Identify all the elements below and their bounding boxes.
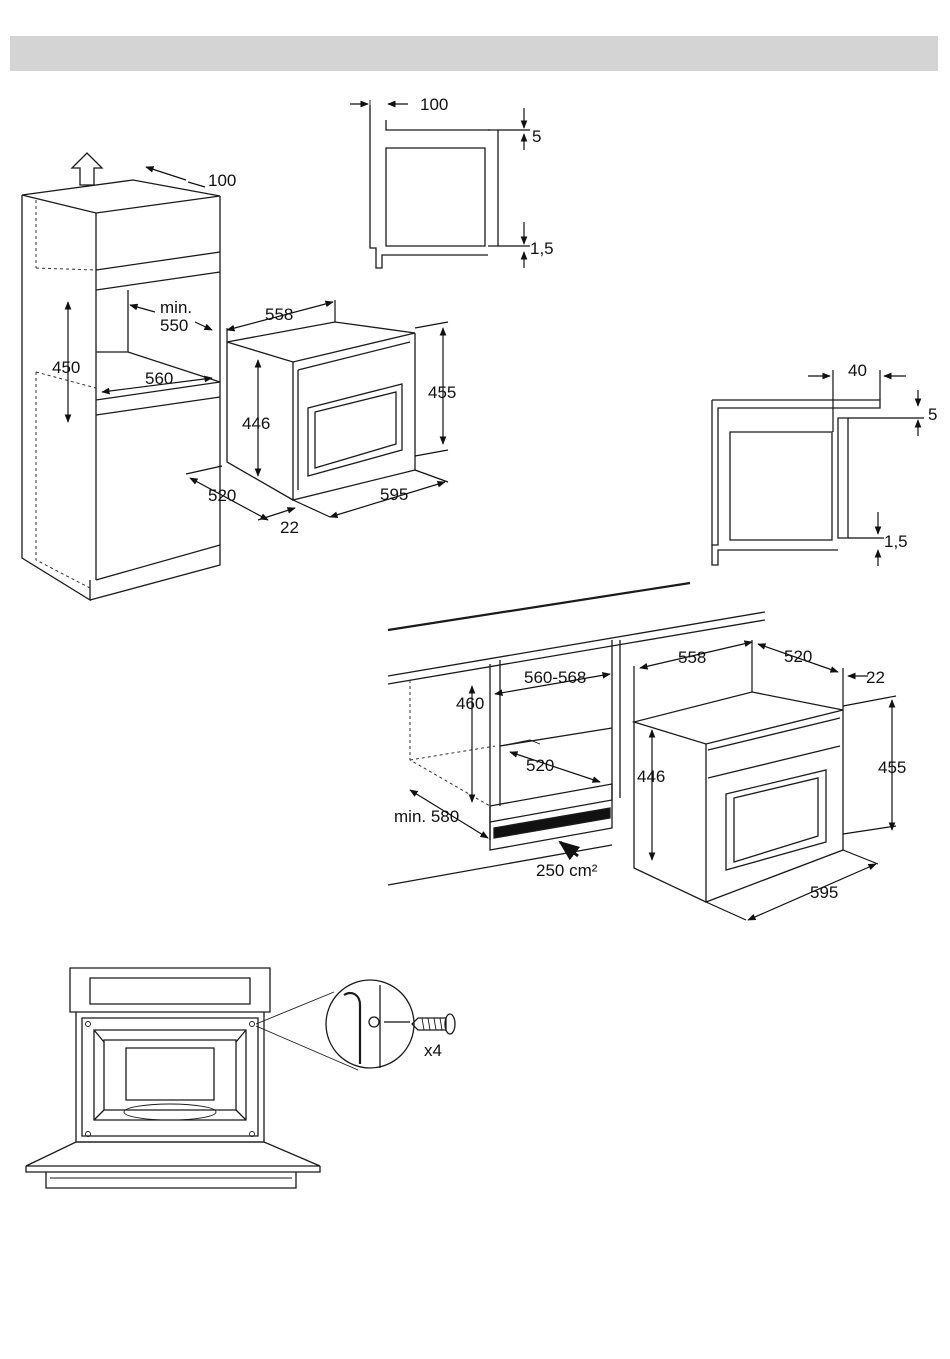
screw-icon bbox=[412, 1014, 455, 1034]
oven-iso bbox=[227, 322, 415, 500]
section-right bbox=[712, 400, 880, 565]
dim-oven-front-width: 595 bbox=[380, 485, 408, 504]
dim-section-top-gap: 100 bbox=[420, 95, 448, 114]
dim-uc-oven-depth: 520 bbox=[784, 647, 812, 666]
dim-uc-oven-height: 446 bbox=[637, 767, 665, 786]
undercounter-cabinet bbox=[388, 583, 765, 885]
up-arrow-icon bbox=[72, 153, 102, 185]
undercounter-oven bbox=[634, 692, 843, 902]
dim-oven-body-height: 446 bbox=[242, 414, 270, 433]
dim-section-right-bottom: 1,5 bbox=[884, 532, 908, 551]
dim-niche-height: 460 bbox=[456, 694, 484, 713]
dim-tall-height: 450 bbox=[52, 358, 80, 377]
dim-section-top-bottom: 1,5 bbox=[530, 239, 554, 258]
dim-tall-min-label: min. bbox=[160, 298, 192, 317]
fixing-oven bbox=[26, 968, 358, 1188]
section-top-dims bbox=[350, 104, 530, 268]
dim-section-top-top: 5 bbox=[532, 127, 541, 146]
dim-oven-depth: 520 bbox=[208, 486, 236, 505]
dim-min-depth: min. 580 bbox=[394, 807, 459, 826]
fixing-detail bbox=[326, 980, 414, 1068]
dim-tall-top-gap: 100 bbox=[208, 171, 236, 190]
dim-niche-depth: 520 bbox=[526, 756, 554, 775]
dim-niche-width: 560-568 bbox=[524, 668, 586, 687]
dim-oven-front-depth: 22 bbox=[280, 518, 299, 537]
dim-uc-front-height: 455 bbox=[878, 758, 906, 777]
dim-tall-width: 560 bbox=[145, 369, 173, 388]
tall-cabinet-dims bbox=[68, 167, 212, 422]
screw-count: x4 bbox=[424, 1041, 442, 1060]
dim-section-right-top: 5 bbox=[928, 405, 937, 424]
dim-uc-oven-width: 558 bbox=[678, 648, 706, 667]
dim-vent-area: 250 cm² bbox=[536, 861, 598, 880]
section-top bbox=[370, 100, 498, 268]
dim-section-right-gap: 40 bbox=[848, 361, 867, 380]
dim-uc-front-width: 595 bbox=[810, 883, 838, 902]
dim-tall-min-value: 550 bbox=[160, 316, 188, 335]
dim-oven-front-height: 455 bbox=[428, 383, 456, 402]
dim-uc-front-depth: 22 bbox=[866, 668, 885, 687]
dim-oven-top-width: 558 bbox=[265, 305, 293, 324]
